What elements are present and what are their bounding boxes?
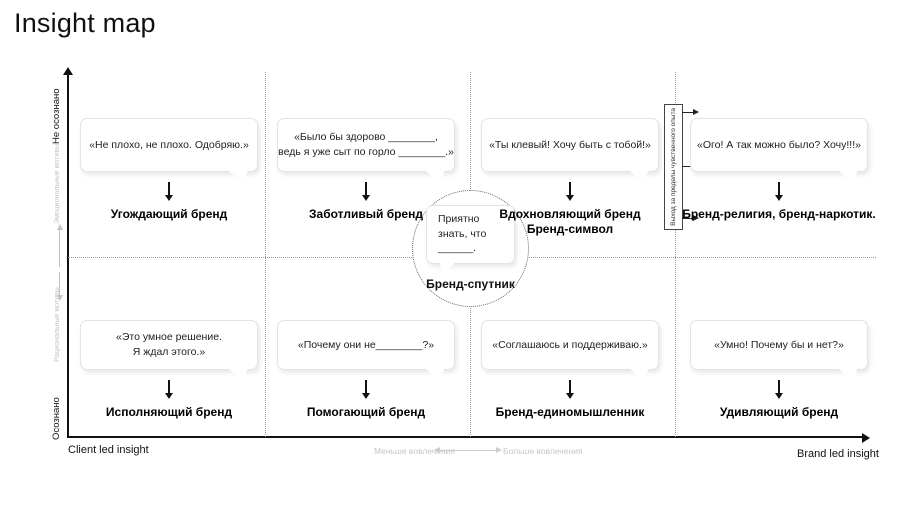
column-divider — [675, 72, 676, 437]
brand-label: Заботливый бренд — [309, 207, 423, 221]
down-arrow-icon — [362, 380, 370, 399]
down-arrow-icon — [775, 182, 783, 201]
down-arrow-icon — [56, 272, 63, 301]
speech-bubble: «Ты клевый! Хочу быть с тобой!» — [481, 118, 659, 183]
bubble-tail — [629, 170, 649, 183]
speech-bubble: «Это умное решение. Я ждал этого.» — [80, 320, 258, 381]
x-axis-arrow-icon — [862, 432, 870, 443]
brand-label: Бренд-религия, бренд-наркотик. — [682, 207, 876, 221]
quadrant-cell-likeminded: «Соглашаюсь и поддерживаю.» Бренд-едином… — [470, 320, 670, 420]
quadrant-cell-caring: «Было бы здорово ________, ведь я уже сы… — [266, 118, 466, 222]
brand-label: Бренд-спутник — [426, 277, 515, 292]
quote-line: ______. — [438, 242, 476, 255]
quadrant-cell-inspiring: «Ты клевый! Хочу быть с тобой!» Вдохновл… — [470, 118, 670, 237]
down-arrow-icon — [165, 380, 173, 399]
speech-bubble: «Было бы здорово ________, ведь я уже сы… — [277, 118, 455, 183]
bubble-tail — [228, 170, 248, 183]
bubble-tail — [228, 368, 248, 381]
quadrant-cell-religion: «Ого! А так можно было? Хочу!!!» Бренд-р… — [679, 118, 879, 222]
quote-line: «Было бы здорово ________, — [294, 131, 438, 144]
bubble-tail — [425, 170, 445, 183]
x-axis-sublabel-more: Больше вовлечения — [503, 446, 583, 456]
x-axis-sublabel-less: Меньше вовлечения — [374, 446, 456, 456]
bubble-tail — [838, 368, 858, 381]
speech-bubble: «Умно! Почему бы и нет?» — [690, 320, 868, 381]
y-axis-label-bottom: Осознано — [51, 397, 62, 440]
bubble-tail — [629, 368, 649, 381]
y-axis-line — [67, 74, 69, 437]
column-divider — [265, 72, 266, 437]
y-axis-label-top: Не осознано — [51, 88, 62, 144]
down-arrow-icon — [566, 182, 574, 201]
quadrant-cell-fulfilling: «Это умное решение. Я ждал этого.» Испол… — [69, 320, 269, 420]
brand-label: Вдохновляющий бренд — [499, 207, 641, 221]
quote-line: «Почему они не________?» — [297, 338, 435, 351]
down-arrow-icon — [362, 182, 370, 201]
down-arrow-icon — [775, 380, 783, 399]
sensory-limit-label: Выход за пределы чувственного опыта — [670, 108, 677, 226]
bubble-tail — [838, 170, 858, 183]
right-arrow-icon — [682, 215, 699, 221]
brand-label: Исполняющий бренд — [105, 405, 233, 419]
speech-bubble: «Почему они не________?» — [277, 320, 455, 381]
quote-line: «Ты клевый! Хочу быть с тобой!» — [489, 138, 651, 151]
page-title: Insight map — [14, 8, 156, 38]
quadrant-cell-surprising: «Умно! Почему бы и нет?» Удивляющий брен… — [679, 320, 879, 420]
quote-line: ведь я уже сыт по горло ________.» — [278, 146, 454, 158]
satellite-circle: Приятно знать, что ______. Бренд-спутник — [412, 190, 529, 307]
x-axis-label-right: Brand led insight — [797, 448, 879, 460]
speech-bubble: «Не плохо, не плохо. Одобряю.» — [80, 118, 258, 183]
quadrant-cell-helping: «Почему они не________?» Помогающий брен… — [266, 320, 466, 420]
brand-label: Удивляющий бренд — [719, 405, 839, 419]
double-arrow-icon — [434, 447, 502, 453]
speech-bubble: «Соглашаюсь и поддерживаю.» — [481, 320, 659, 381]
quote-line: «Соглашаюсь и поддерживаю.» — [492, 338, 648, 351]
brand-label: Помогающий бренд — [306, 405, 426, 419]
sensory-limit-box: Выход за пределы чувственного опыта — [664, 104, 683, 230]
quote-line: «Умно! Почему бы и нет?» — [714, 338, 844, 351]
quote-line: знать, что — [438, 227, 487, 240]
brand-label: Угождающий бренд — [110, 207, 228, 221]
brand-label: Бренд-символ — [526, 222, 614, 236]
quadrant-cell-pleasing: «Не плохо, не плохо. Одобряю.» Угождающи… — [69, 118, 269, 222]
quote-line: Я ждал этого.» — [132, 346, 206, 358]
right-arrow-icon — [682, 109, 699, 115]
y-axis-sublabel-emotional: Эмоциональные мотивы — [54, 143, 61, 224]
y-axis-sublabel-rational: Рациональные мотивы — [54, 287, 61, 362]
down-arrow-icon — [165, 182, 173, 201]
quote-line: «Ого! А так можно было? Хочу!!!» — [697, 138, 861, 151]
speech-bubble: «Ого! А так можно было? Хочу!!!» — [690, 118, 868, 183]
down-arrow-icon — [566, 380, 574, 399]
quote-line: «Это умное решение. — [116, 331, 222, 344]
speech-bubble: Приятно знать, что ______. — [426, 205, 515, 275]
x-axis-line — [67, 436, 867, 438]
y-axis-arrow-icon — [62, 67, 73, 75]
bubble-tail — [425, 368, 445, 381]
x-axis-label-left: Client led insight — [68, 444, 149, 456]
brand-label: Бренд-единомышленник — [495, 405, 645, 419]
up-arrow-icon — [56, 224, 63, 267]
bubble-tail — [440, 262, 456, 275]
quote-line: Приятно — [438, 213, 480, 225]
quote-line: «Не плохо, не плохо. Одобряю.» — [89, 138, 249, 151]
